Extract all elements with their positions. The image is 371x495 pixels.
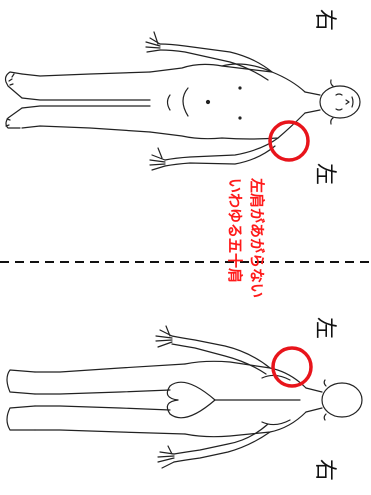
- label-right-top: 右: [310, 6, 338, 34]
- label-left-top: 左: [310, 160, 338, 188]
- label-left-bottom: 左: [310, 314, 338, 342]
- label-right-bottom: 右: [310, 456, 338, 484]
- caption-line-1: 左肩があがらない: [248, 178, 266, 298]
- back-body-figure: [7, 326, 362, 468]
- back-head: [322, 383, 362, 417]
- caption-line-2: いわゆる五十肩: [226, 178, 244, 283]
- bottom-left-shoulder-highlight: [273, 348, 311, 386]
- front-head: [320, 86, 360, 118]
